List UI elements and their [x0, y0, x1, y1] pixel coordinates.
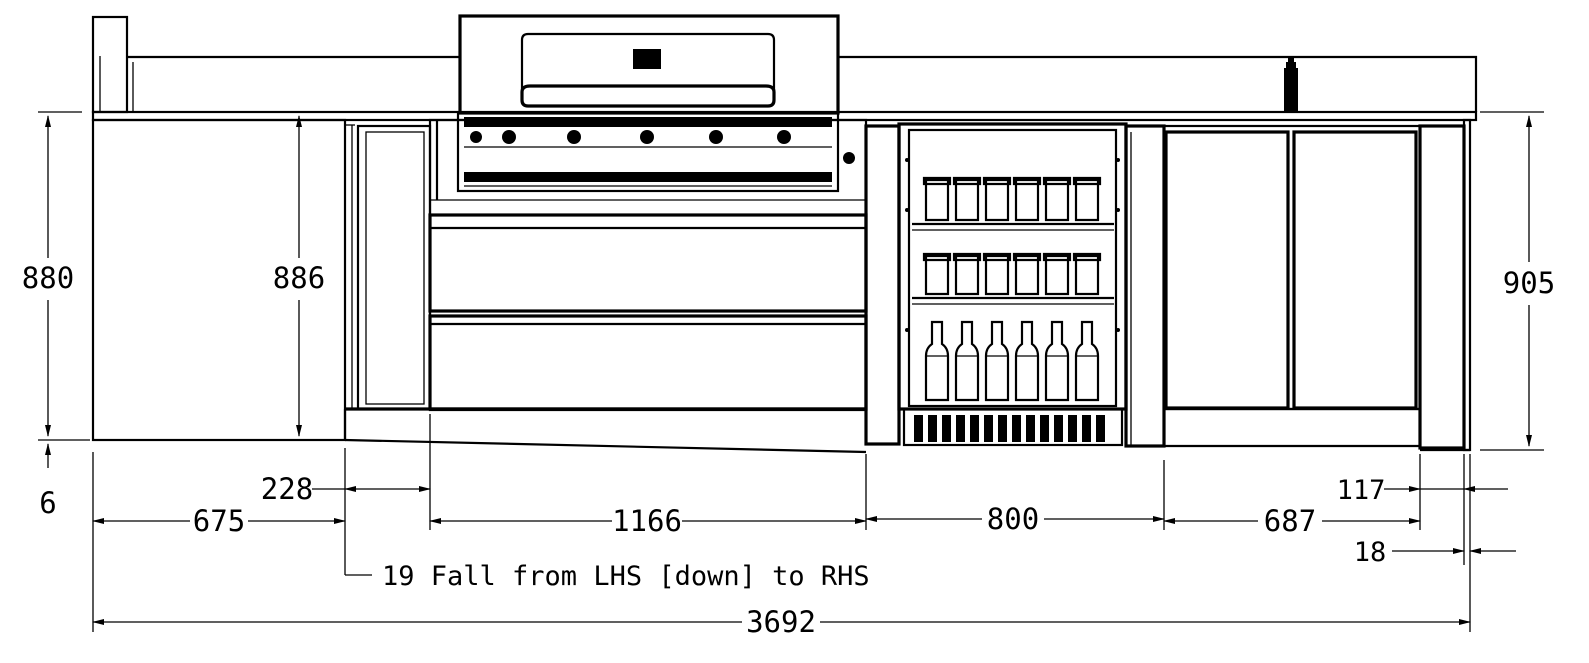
knob-icon	[567, 130, 581, 144]
right-end-panel	[1418, 118, 1472, 452]
dim-height-880: 880	[22, 261, 74, 295]
dim-height-886: 886	[273, 261, 325, 295]
left-narrow-door	[356, 124, 432, 411]
knob-icon	[470, 131, 482, 143]
dimensions: 880 6 886 905 228 675 1166	[22, 111, 1555, 639]
bottle-row	[924, 320, 1100, 402]
dim-total-width-3692: 3692	[746, 605, 816, 639]
knob-icon	[640, 130, 654, 144]
dim-width-117: 117	[1337, 475, 1386, 506]
dim-width-228: 228	[261, 472, 313, 506]
jar-row-top	[922, 176, 1102, 222]
right-cabinet-door-right	[1292, 130, 1418, 410]
benchtop-bottle-icon	[1284, 56, 1298, 112]
dim-width-18: 18	[1354, 537, 1387, 568]
igniter-icon	[843, 152, 855, 164]
top-drawer	[428, 213, 868, 313]
fall-note: 19 Fall from LHS [down] to RHS	[382, 561, 870, 592]
bbq-cabinet	[428, 118, 868, 412]
sloped-plinth	[344, 438, 867, 454]
dim-width-800: 800	[987, 502, 1039, 536]
temperature-gauge-icon	[633, 49, 661, 69]
knob-icon	[777, 130, 791, 144]
left-post	[91, 15, 129, 114]
bbq-control-panel	[456, 111, 855, 193]
dim-width-687: 687	[1264, 504, 1316, 538]
jar-row-middle	[922, 252, 1102, 296]
right-cabinet-door-left	[1164, 130, 1290, 410]
left-end-panel	[91, 118, 347, 442]
bbq-hood	[458, 14, 840, 115]
right-double-door-cabinet	[1162, 124, 1422, 448]
back-splash	[127, 55, 1478, 112]
fridge-vent-grille	[902, 407, 1124, 447]
knob-icon	[709, 130, 723, 144]
fridge-door	[897, 122, 1128, 411]
bbq-knobs	[470, 130, 855, 164]
dim-offset-6: 6	[39, 486, 56, 520]
dim-height-905: 905	[1503, 266, 1555, 300]
bottom-drawer	[428, 314, 868, 411]
knob-icon	[502, 130, 516, 144]
dim-width-675: 675	[193, 504, 245, 538]
kitchen-body	[91, 14, 1478, 454]
dim-width-1166: 1166	[612, 504, 682, 538]
beverage-fridge	[864, 122, 1166, 448]
